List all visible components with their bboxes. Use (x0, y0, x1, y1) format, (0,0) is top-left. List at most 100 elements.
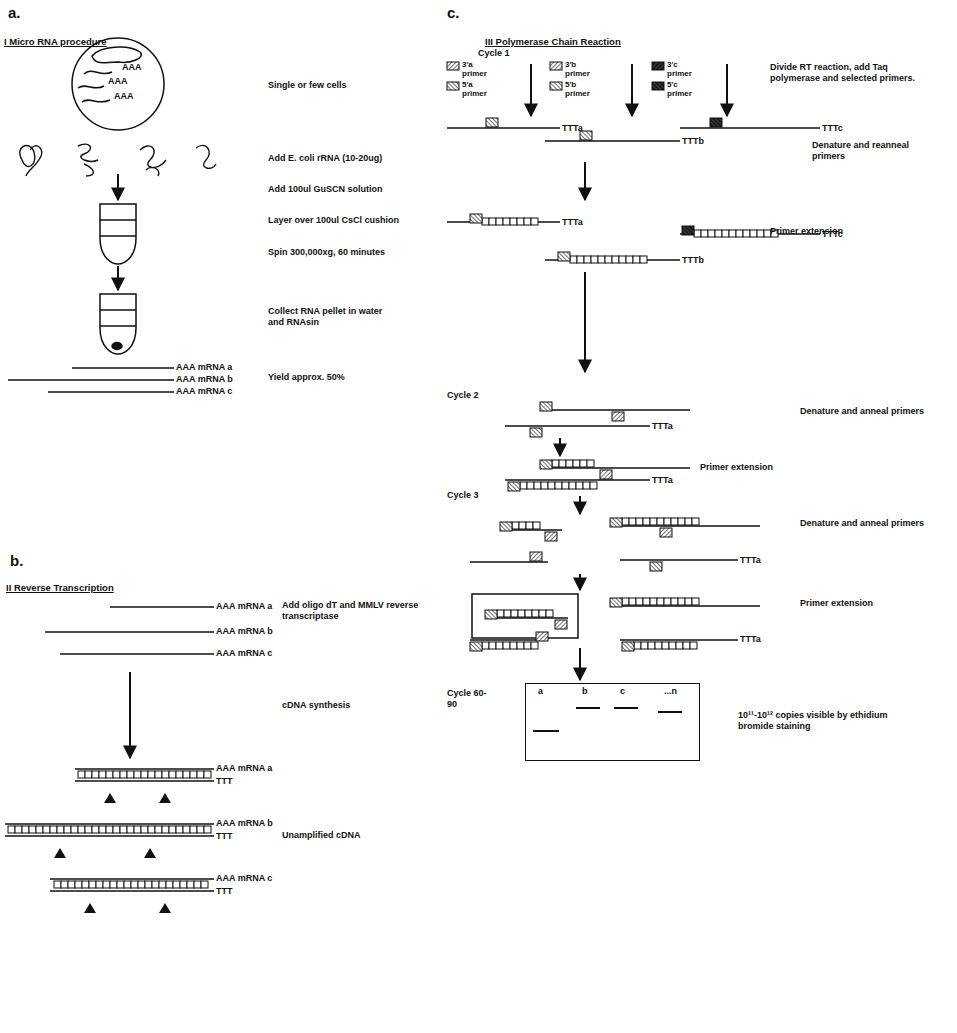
step-label: Yield approx. 50% (268, 372, 345, 383)
extension-product (524, 218, 531, 225)
extension-product (8, 826, 15, 833)
oligo-dt-primer (159, 793, 171, 803)
step-label: a. (8, 4, 21, 21)
extension-product (580, 460, 587, 467)
step-label: AAA mRNA c (216, 648, 272, 659)
extension-product (110, 881, 117, 888)
extension-product (50, 826, 57, 833)
extension-product (159, 881, 166, 888)
extension-product (138, 881, 145, 888)
nucleic-acid-strand (48, 391, 174, 393)
extension-product (503, 642, 510, 649)
step-label: Primer extension (700, 462, 773, 473)
extension-product (676, 642, 683, 649)
extension-product (555, 482, 562, 489)
extension-product (708, 230, 715, 237)
extension-product (503, 218, 510, 225)
extension-product (559, 460, 566, 467)
extension-product (525, 610, 532, 617)
extension-product (496, 218, 503, 225)
flow-arrow (129, 672, 131, 758)
primer (650, 562, 662, 571)
extension-product (61, 881, 68, 888)
cell (72, 38, 164, 130)
extension-product (692, 598, 699, 605)
step-label: Cycle 60-90 (447, 688, 487, 710)
gel-band (533, 730, 559, 732)
step-label: Primer extension (800, 598, 873, 609)
extension-product (517, 642, 524, 649)
primer (558, 252, 570, 261)
primer (500, 522, 512, 531)
extension-product (510, 642, 517, 649)
extension-product (633, 256, 640, 263)
extension-product (678, 518, 685, 525)
extension-product (552, 460, 559, 467)
legend-text: 3'c primer (667, 60, 697, 78)
extension-product (183, 771, 190, 778)
primer (530, 552, 542, 561)
extension-product (605, 256, 612, 263)
step-label: TTTa (740, 555, 761, 566)
legend-text: 5'c primer (667, 80, 697, 98)
extension-product (201, 881, 208, 888)
extension-product (527, 482, 534, 489)
extension-product (519, 522, 526, 529)
step-label: AAA (108, 76, 128, 87)
extension-product (82, 881, 89, 888)
extension-product (29, 826, 36, 833)
extension-product (690, 642, 697, 649)
extension-product (636, 518, 643, 525)
selected-product-frame (472, 594, 578, 638)
step-label: TTTb (682, 136, 704, 147)
nucleic-acid-strand (45, 631, 214, 633)
extension-product (532, 610, 539, 617)
step-label: TTTa (562, 123, 583, 134)
extension-product (583, 482, 590, 489)
oligo-dt-primer (54, 848, 66, 858)
step-label: Cycle 3 (447, 490, 479, 501)
extension-product (524, 642, 531, 649)
flow-arrow (559, 438, 561, 456)
extension-product (482, 642, 489, 649)
extension-product (120, 826, 127, 833)
extension-product (757, 230, 764, 237)
extension-product (68, 881, 75, 888)
extension-product (190, 771, 197, 778)
extension-product (511, 610, 518, 617)
extension-product (510, 218, 517, 225)
extension-product (134, 771, 141, 778)
primer (486, 118, 498, 127)
extension-product (148, 771, 155, 778)
extension-product (120, 771, 127, 778)
extension-product (169, 771, 176, 778)
extension-product (194, 881, 201, 888)
step-label: Primer extension (770, 226, 843, 237)
step-label: TTTa (562, 217, 583, 228)
extension-product (655, 642, 662, 649)
extension-product (96, 881, 103, 888)
primer-swatch (652, 62, 664, 70)
primer-swatch (447, 62, 459, 70)
step-label: AAA mRNA b (176, 374, 233, 385)
extension-product (671, 518, 678, 525)
primer (622, 642, 634, 651)
primer-swatch (652, 82, 664, 90)
nucleic-acid-strand (545, 140, 680, 142)
extension-product (22, 826, 29, 833)
extension-product (671, 598, 678, 605)
lane-label: b (582, 686, 588, 697)
extension-product (512, 522, 519, 529)
step-label: II Reverse Transcription (6, 582, 114, 593)
extension-product (685, 598, 692, 605)
primer (600, 470, 612, 479)
primer-swatch (550, 82, 562, 90)
step-label: AAA (122, 62, 142, 73)
extension-product (176, 826, 183, 833)
step-label: Denature and anneal primers (800, 406, 924, 417)
extension-product (89, 881, 96, 888)
extension-product (15, 826, 22, 833)
extension-product (590, 482, 597, 489)
step-label: cDNA synthesis (282, 700, 350, 711)
legend-text: 3'a primer (462, 60, 492, 78)
